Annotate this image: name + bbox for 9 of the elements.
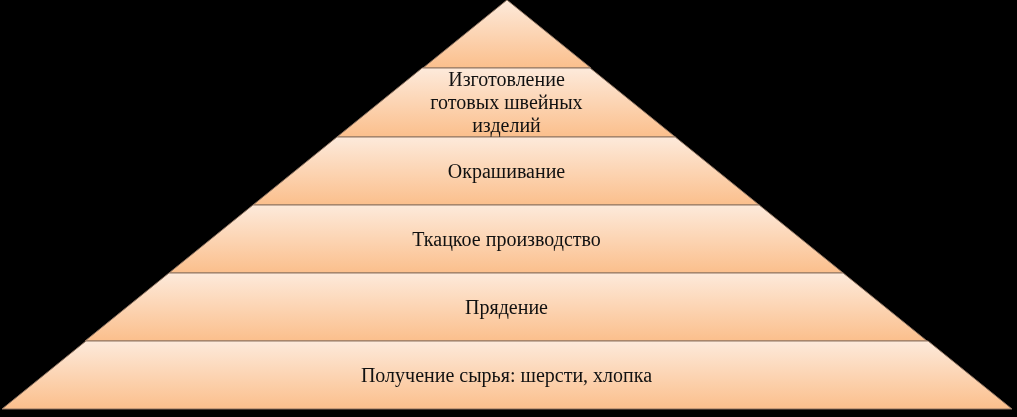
tier-label: Прядение (465, 295, 548, 319)
pyramid-tier (1, 341, 1012, 409)
tier-label: Изготовление готовых швейных изделий (429, 68, 584, 137)
pyramid-tier (85, 273, 928, 341)
pyramid-tier (169, 205, 844, 273)
tier-label: Окрашивание (447, 159, 566, 183)
tier-label: Получение сырья: шерсти, хлопка (360, 363, 653, 387)
tier-label: Ткацкое производство (412, 227, 601, 251)
pyramid-tier (253, 137, 760, 205)
